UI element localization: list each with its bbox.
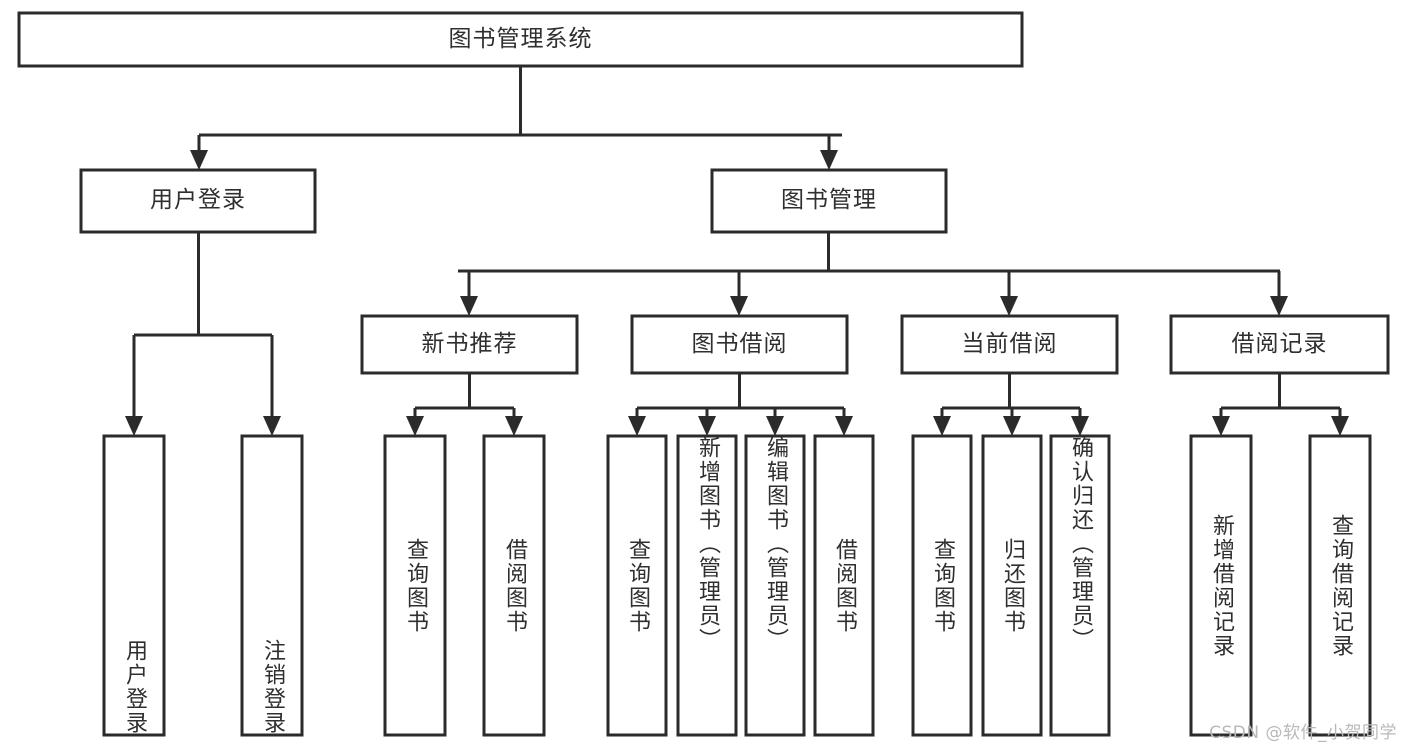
node-box-book-manage[interactable] [710,168,948,234]
arrow-head-icon [406,416,424,436]
node-box-leaf-borrow-book-1[interactable] [482,434,546,737]
arrow-head-layer [125,150,1349,436]
node-box-book-borrow[interactable] [630,314,849,375]
node-box-leaf-borrow-book-2[interactable] [813,434,875,737]
arrow-head-icon [730,296,748,316]
arrow-head-icon [1270,296,1288,316]
arrow-head-icon [835,416,853,436]
node-box-leaf-query-book-1[interactable] [383,434,447,737]
arrow-head-icon [933,416,951,436]
node-box-borrow-record[interactable] [1169,314,1390,375]
arrow-head-icon [698,416,716,436]
arrow-head-icon [1071,416,1089,436]
node-box-leaf-logout[interactable] [240,434,304,737]
arrow-head-icon [460,296,478,316]
node-box-leaf-return-book[interactable] [981,434,1043,737]
node-box-new-book-rec[interactable] [360,314,579,375]
node-box-leaf-confirm-return[interactable] [1049,434,1111,737]
arrow-head-icon [820,150,838,170]
node-box-leaf-query-book-3[interactable] [911,434,973,737]
node-box-leaf-query-record[interactable] [1308,434,1372,737]
arrow-head-icon [628,416,646,436]
arrow-head-icon [1212,416,1230,436]
arrow-head-icon [1331,416,1349,436]
arrow-head-icon [125,416,143,436]
node-box-user-login[interactable] [79,168,317,234]
node-box-layer [17,11,1390,737]
node-box-leaf-add-record[interactable] [1189,434,1253,737]
node-box-current-borrow[interactable] [900,314,1119,375]
arrow-head-icon [505,416,523,436]
node-box-leaf-user-login[interactable] [102,434,166,737]
node-box-leaf-query-book-2[interactable] [606,434,668,737]
node-box-leaf-add-book[interactable] [676,434,738,737]
node-box-root[interactable] [17,11,1024,68]
arrow-head-icon [263,416,281,436]
arrow-head-icon [1000,296,1018,316]
node-box-leaf-edit-book[interactable] [744,434,806,737]
arrow-head-icon [190,150,208,170]
arrow-head-icon [1003,416,1021,436]
arrow-head-icon [766,416,784,436]
